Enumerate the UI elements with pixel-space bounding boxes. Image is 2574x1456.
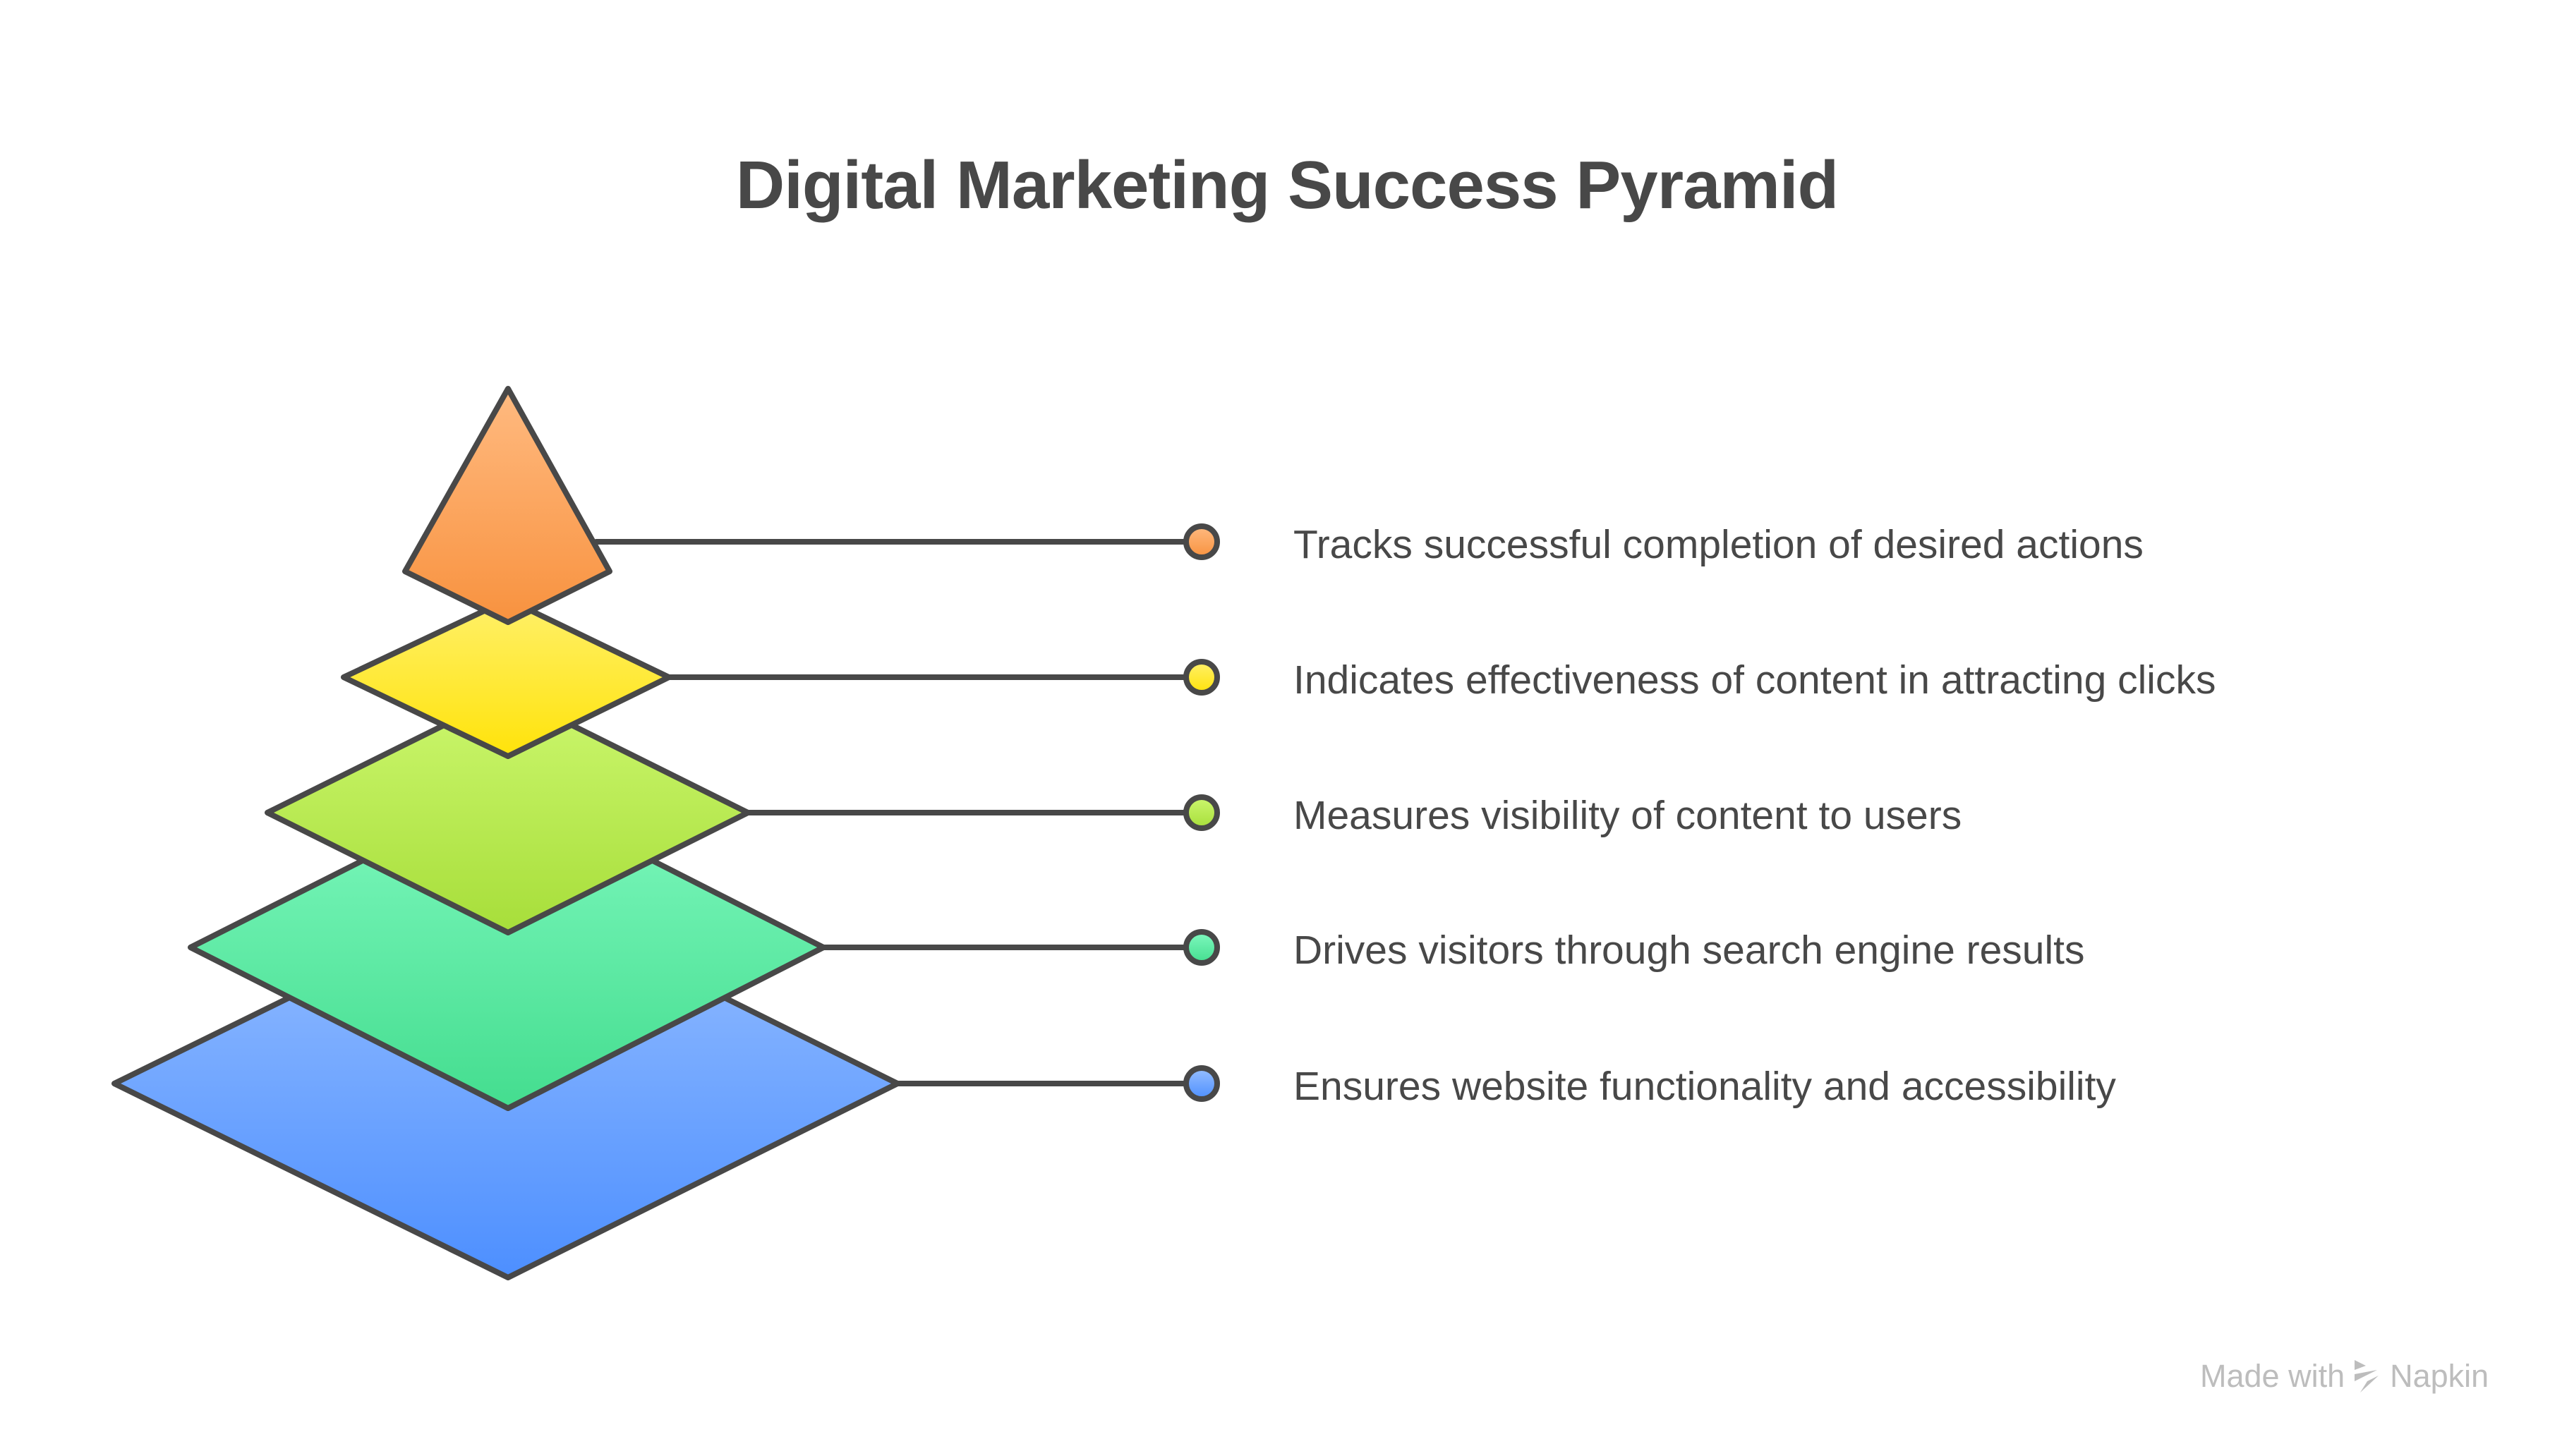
pyramid-layer-1-apex [402, 386, 612, 625]
watermark: Made with Napkin [2200, 1358, 2489, 1395]
diagram-title: Digital Marketing Success Pyramid [735, 147, 1839, 223]
layer-3-description: Measures visibility of content to users [1293, 793, 1962, 838]
marker-dot-4 [1183, 929, 1220, 966]
napkin-logo-icon [2355, 1360, 2379, 1393]
layer-1-description: Tracks successful completion of desired … [1293, 522, 2144, 567]
layer-5-description: Ensures website functionality and access… [1293, 1064, 2116, 1109]
pyramid-layer-3 [265, 691, 751, 935]
marker-dot-2 [1183, 659, 1220, 696]
layer-4-description: Drives visitors through search engine re… [1293, 928, 2085, 973]
pyramid-layer-4 [188, 784, 826, 1111]
watermark-prefix: Made with [2200, 1358, 2345, 1394]
marker-dot-1 [1183, 523, 1220, 560]
marker-dot-3 [1183, 794, 1220, 831]
layer-2-description: Indicates effectiveness of content in at… [1293, 657, 2216, 703]
watermark-brand: Napkin [2390, 1358, 2489, 1394]
marker-dot-5 [1183, 1065, 1220, 1102]
pyramid-layer-2 [341, 597, 672, 759]
